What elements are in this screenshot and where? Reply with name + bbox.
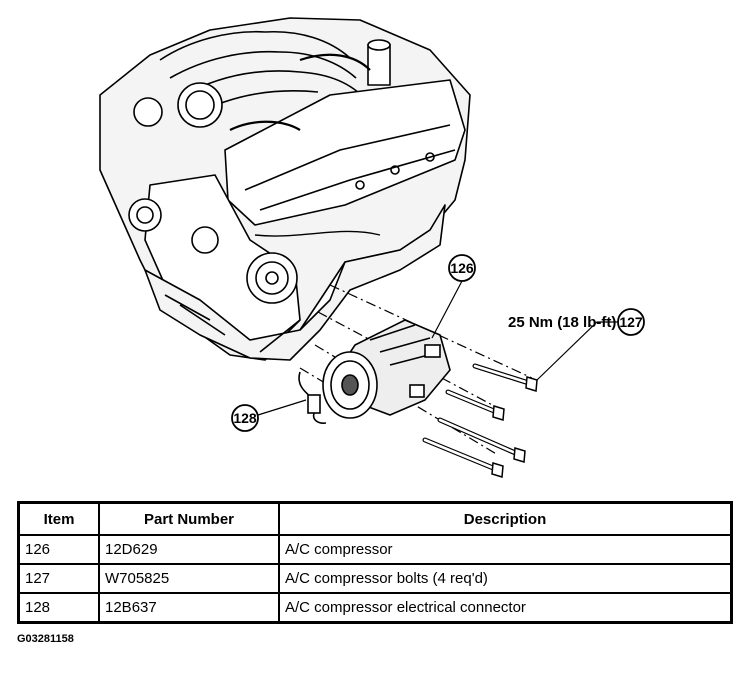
callout-126: 126 [448,254,476,282]
cell-part-number: 12D629 [98,534,280,565]
column-header-description: Description [278,501,733,536]
cell-item: 127 [17,563,100,594]
figure-id: G03281158 [17,633,74,645]
cell-description: A/C compressor electrical connector [278,592,733,624]
cell-description: A/C compressor [278,534,733,565]
callout-128-label: 128 [233,410,257,426]
leader-lines [257,280,612,416]
cell-description: A/C compressor bolts (4 req'd) [278,563,733,594]
cell-part-number: 12B637 [98,592,280,624]
callout-128: 128 [231,404,259,432]
table-row: 126 12D629 A/C compressor [17,534,733,565]
torque-spec-label: 25 Nm (18 lb-ft) [508,314,616,331]
callout-127-label: 127 [619,314,643,330]
column-header-item: Item [17,501,100,536]
column-header-part-number: Part Number [98,501,280,536]
parts-table: Item Part Number Description 126 12D629 … [17,501,733,624]
cell-item: 126 [17,534,100,565]
callout-126-label: 126 [450,260,474,276]
compressor-bolts [422,363,538,478]
ac-compressor-drawing [322,319,451,419]
table-row: 127 W705825 A/C compressor bolts (4 req'… [17,563,733,594]
electrical-connector-drawing [298,371,327,424]
engine-compressor-illustration: 126 127 128 25 Nm (18 lb-ft) [99,17,645,478]
engine-drawing [99,17,471,361]
table-header-row: Item Part Number Description [17,501,733,536]
cell-part-number: W705825 [98,563,280,594]
cell-item: 128 [17,592,100,624]
callout-127: 127 [617,308,645,336]
table-row: 128 12B637 A/C compressor electrical con… [17,592,733,624]
